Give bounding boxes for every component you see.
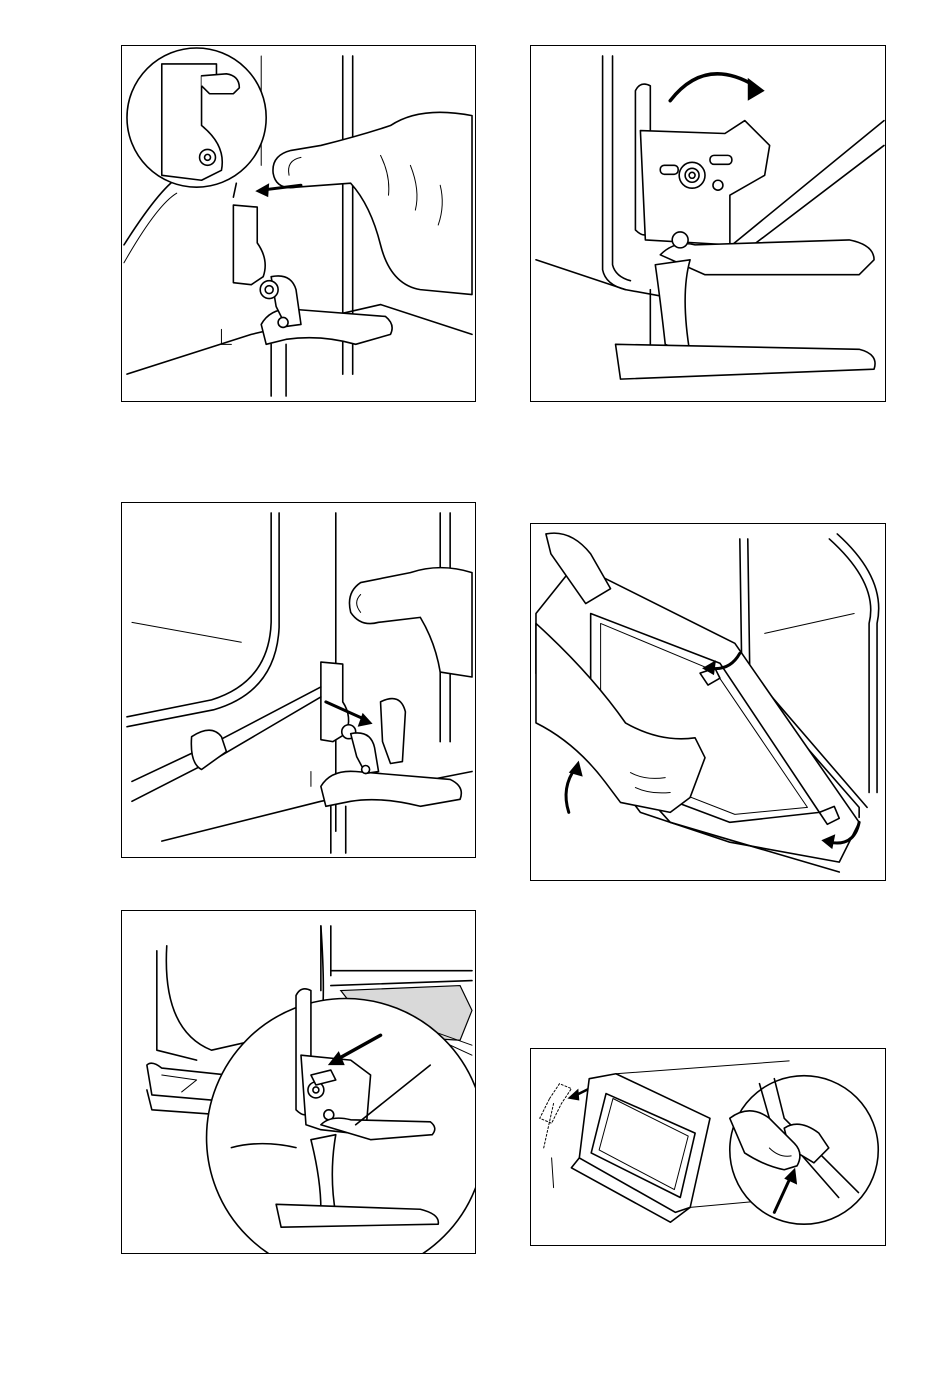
figure-inner-glass-removal — [530, 1048, 886, 1246]
figure-hinge-rotate — [530, 45, 886, 402]
door-lift-off-illustration — [531, 524, 885, 880]
figure-door-lift-off — [530, 523, 886, 881]
hinge-screwdriver-illustration — [122, 503, 475, 857]
hinge-lock-detail-illustration — [122, 911, 475, 1253]
figure-hinge-lock-detail — [121, 910, 476, 1254]
hinge-lever-push-illustration — [122, 46, 475, 401]
inner-glass-removal-illustration — [531, 1049, 885, 1245]
figure-hinge-lever-push — [121, 45, 476, 402]
figure-hinge-screwdriver — [121, 502, 476, 858]
hinge-rotate-illustration — [531, 46, 885, 401]
